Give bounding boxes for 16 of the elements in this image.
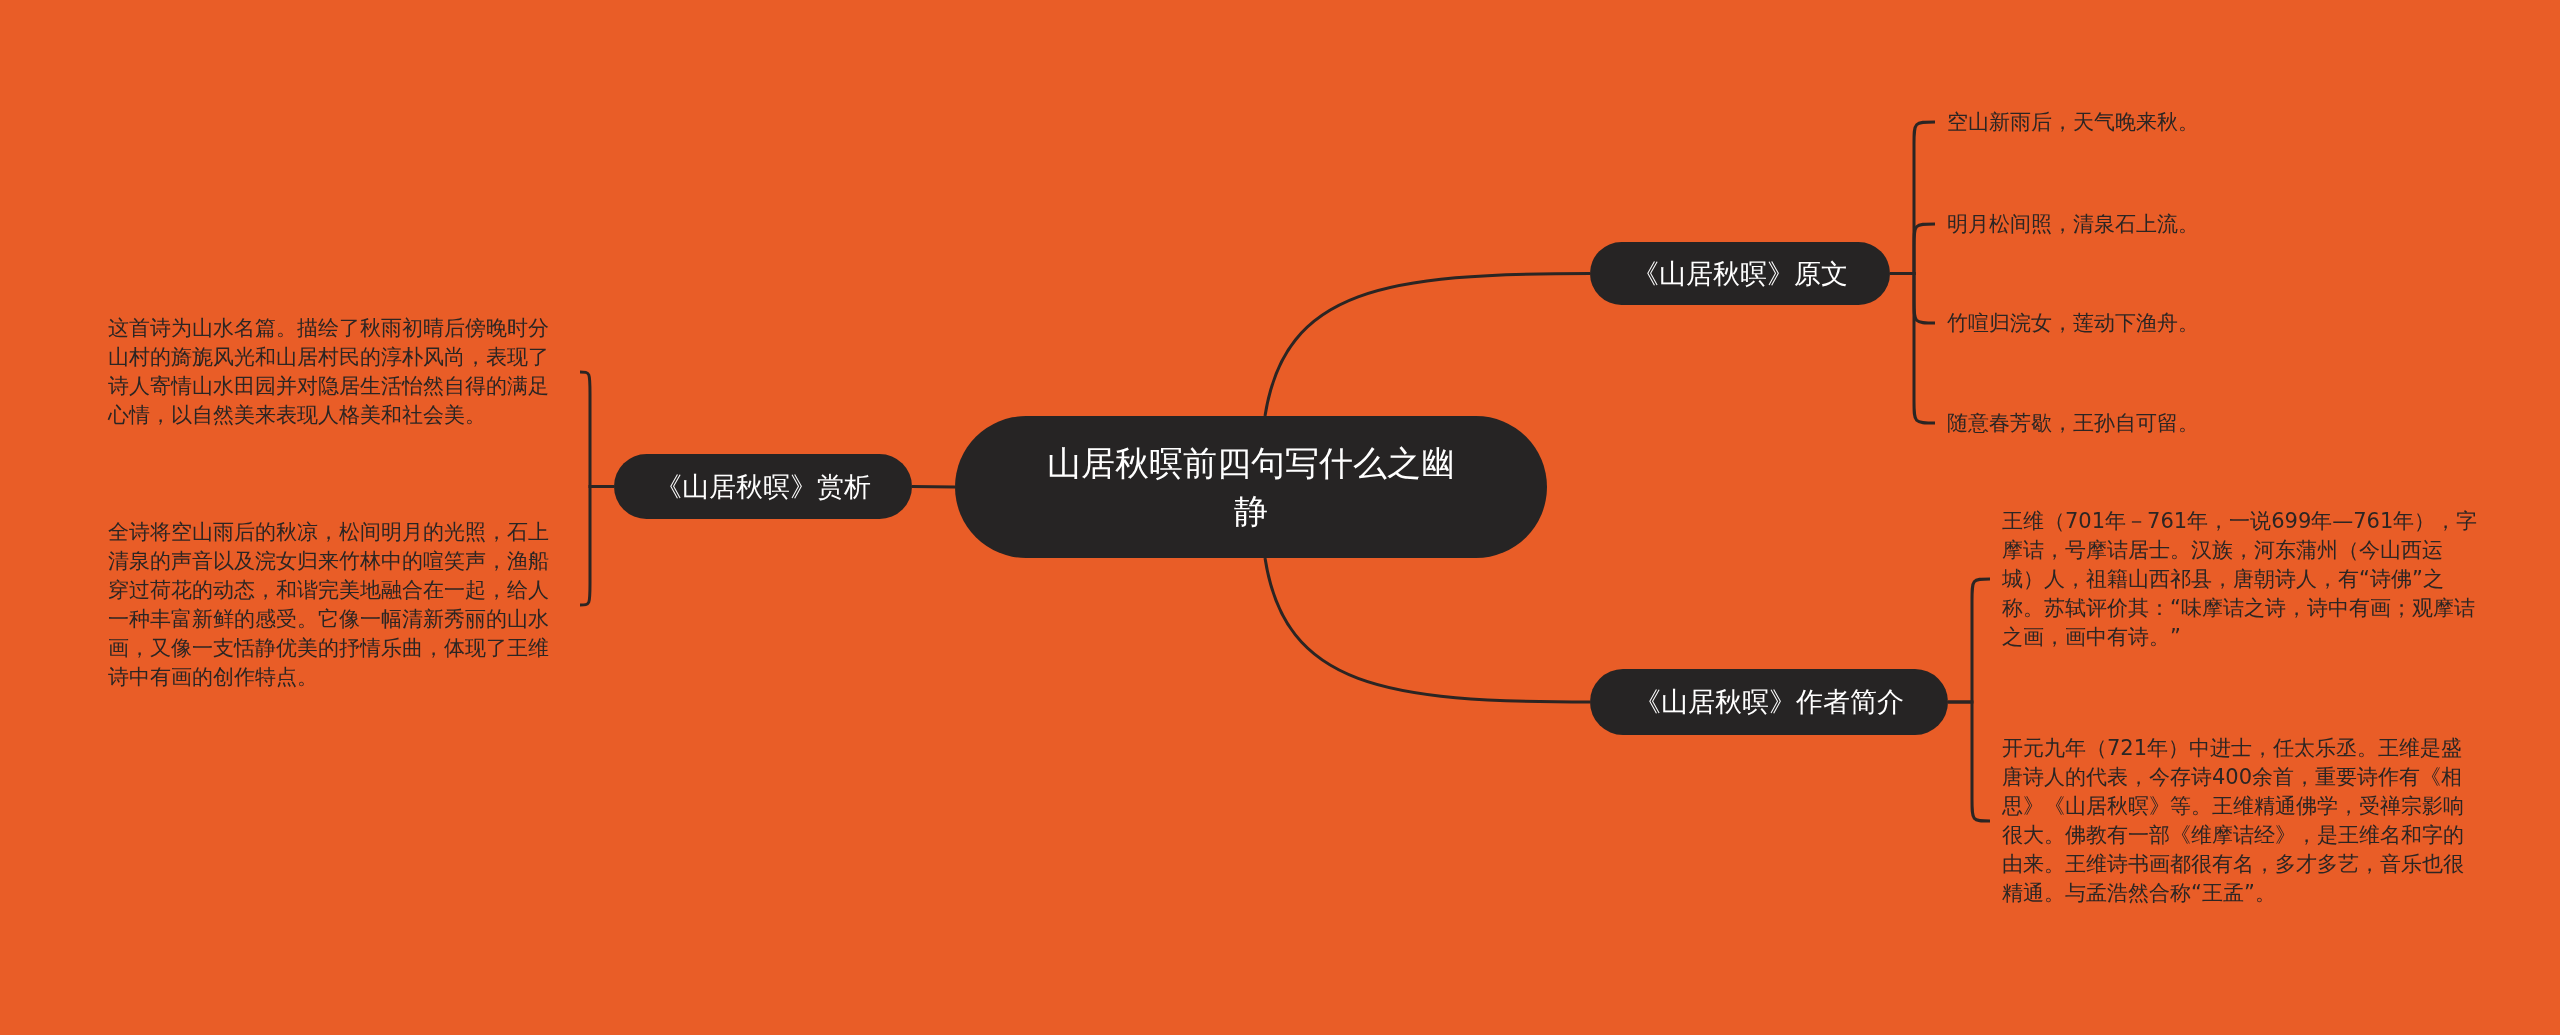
topic-pill: 《山居秋暝》原文 xyxy=(1590,242,1890,305)
note-text: 王维（701年－761年，一说699年—761年），字摩诘，号摩诘居士。汉族，河东蒲州（今山西运城）人，祖籍山西祁县，唐朝诗人，有“诗佛”之称。苏轼评价其：“味摩诘之诗，诗中有画；观摩诘之画，画中有诗。” xyxy=(2002,507,2479,651)
note-text: 开元九年（721年）中进士，任太乐丞。王维是盛唐诗人的代表，今存诗400余首，重要诗作有《相思》《山居秋暝》等。王维精通佛学，受禅宗影响很大。佛教有一部《维摩诘经》，是王维名和字的由来。王维诗书画都很有名，多才多艺，音乐也很精通。与孟浩然合称“王孟”。 xyxy=(2002,735,2465,907)
connector-line xyxy=(912,485,955,489)
connector-line xyxy=(1263,557,1590,704)
note-text: 竹喧归浣女，莲动下渔舟。 xyxy=(1947,309,2199,337)
note-text: 随意春芳歇，王孙自可留。 xyxy=(1947,409,2199,437)
connector-line xyxy=(1263,272,1590,417)
note-text: 空山新雨后，天气晚来秋。 xyxy=(1947,108,2199,136)
topic-pill: 《山居秋暝》赏析 xyxy=(614,454,912,519)
connector-line xyxy=(579,485,614,607)
topic-pill: 《山居秋暝》作者简介 xyxy=(1590,669,1948,735)
central-topic: 山居秋暝前四句写什么之幽静 xyxy=(955,416,1547,558)
note-text: 这首诗为山水名篇。描绘了秋雨初晴后傍晚时分山村的旖旎风光和山居村民的淳朴风尚，表现了诗人寄情山水田园并对隐居生活怡然自得的满足心情，以自然美来表现人格美和社会美。 xyxy=(108,315,550,429)
note-text: 明月松间照，清泉石上流。 xyxy=(1947,210,2199,238)
note-text: 全诗将空山雨后的秋凉，松间明月的光照，石上清泉的声音以及浣女归来竹林中的喧笑声，渔船穿过荷花的动态，和谐完美地融合在一起，给人一种丰富新鲜的感受。它像一幅清新秀丽的山水画，又像一支恬静优美的抒情乐曲，体现了王维诗中有画的创作特点。 xyxy=(108,519,550,691)
